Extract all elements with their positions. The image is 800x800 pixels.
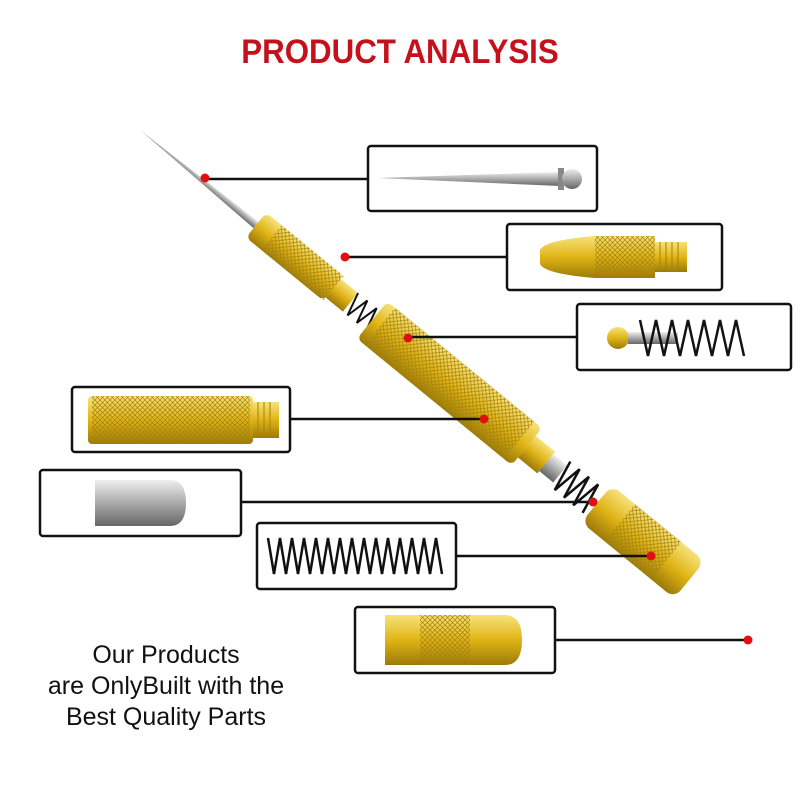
- tagline-line: Our Products: [92, 641, 240, 669]
- marker-dot: [646, 551, 656, 561]
- tagline-line: Best Quality Parts: [65, 703, 267, 731]
- tool-spring-top: [346, 292, 378, 331]
- tagline-line: are OnlyBuilt with the: [47, 672, 285, 700]
- part-end-cap-image: [385, 615, 522, 665]
- marker-dot: [743, 635, 753, 645]
- leader-lines: [205, 177, 748, 642]
- part-ball-spring-image: [607, 319, 746, 357]
- marker-dot: [588, 497, 598, 507]
- part-pin-tip-image: [378, 168, 582, 190]
- part-knurled-body-image: [88, 396, 279, 444]
- tool-spring-bottom: [553, 460, 600, 514]
- tool-needle: [140, 130, 259, 229]
- page-title: PRODUCT ANALYSIS: [241, 33, 559, 71]
- center-punch-tool: [140, 130, 701, 595]
- marker-dot: [200, 173, 210, 183]
- part-main-spring-image: [266, 537, 444, 575]
- marker-dot: [340, 252, 350, 262]
- part-hammer-cylinder-image: [95, 480, 186, 526]
- marker-dot: [403, 333, 413, 343]
- part-tip-cone-image: [540, 236, 687, 278]
- marker-dot: [479, 414, 489, 424]
- quality-tagline: Our Products are OnlyBuilt with the Best…: [10, 640, 322, 733]
